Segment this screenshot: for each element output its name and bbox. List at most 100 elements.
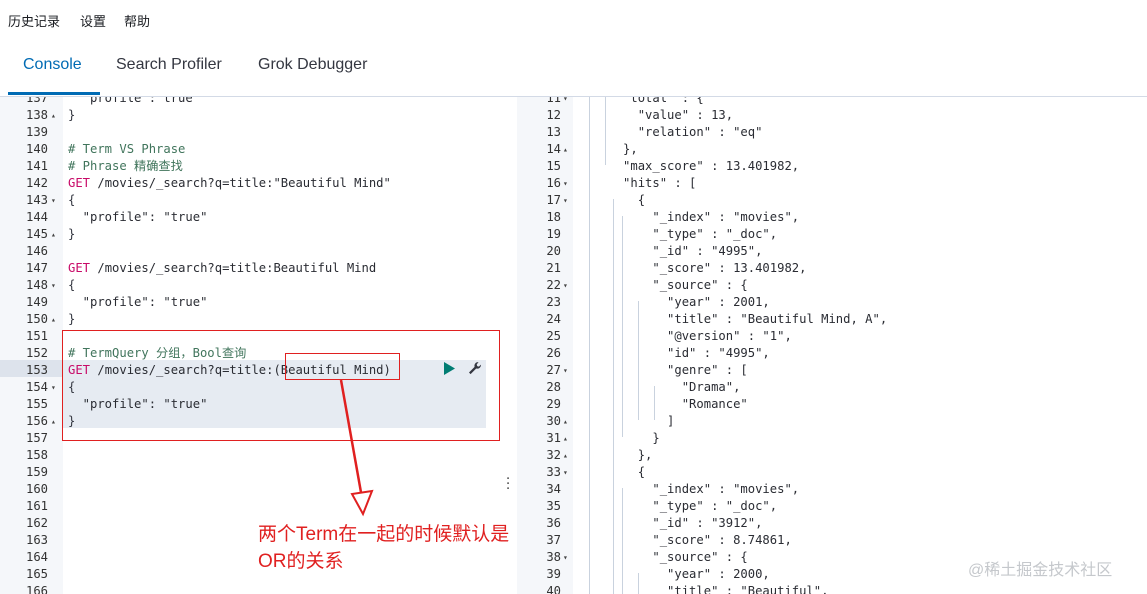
line-number: 151: [25, 329, 48, 343]
menu-help[interactable]: 帮助: [124, 15, 151, 30]
line-number: 140: [25, 142, 48, 156]
fold-close-icon[interactable]: ▴: [563, 145, 568, 154]
annotation-line-2: OR的关系: [258, 551, 344, 572]
line-number: 138: [25, 108, 48, 122]
fold-close-icon[interactable]: ▴: [563, 451, 568, 460]
line-number: 20: [546, 244, 561, 258]
line-number: 147: [25, 261, 48, 275]
line-number: 15: [546, 159, 561, 173]
line-number: 165: [25, 567, 48, 581]
line-number: 142: [25, 176, 48, 190]
line-number: 161: [25, 499, 48, 513]
active-tab-indicator: [8, 92, 100, 95]
line-number: 31: [546, 431, 561, 445]
line-number: 25: [546, 329, 561, 343]
annotation-line-1: 两个Term在一起的时候默认是: [258, 524, 510, 545]
fold-open-icon[interactable]: ▾: [563, 281, 568, 290]
code-text: "total" : {: [579, 97, 704, 105]
line-number: 166: [25, 584, 48, 594]
line-number: 16: [546, 176, 561, 190]
http-method: GET: [68, 363, 91, 377]
code-text: {: [68, 380, 76, 394]
panel-resizer[interactable]: [503, 97, 517, 594]
indent-guide: [605, 97, 606, 165]
fold-close-icon[interactable]: ▴: [563, 417, 568, 426]
line-number: 40: [546, 584, 561, 594]
line-number: 163: [25, 533, 48, 547]
top-menu: 历史记录 设置 帮助: [0, 0, 1147, 38]
line-number: 32: [546, 448, 561, 462]
fold-open-icon[interactable]: ▾: [51, 196, 56, 205]
tab-grok-debugger[interactable]: Grok Debugger: [258, 56, 368, 73]
line-number: 13: [546, 125, 561, 139]
fold-close-icon[interactable]: ▴: [51, 230, 56, 239]
tab-bar: Console Search Profiler Grok Debugger: [0, 38, 1147, 97]
code-text: "id" : "4995",: [579, 346, 770, 360]
fold-close-icon[interactable]: ▴: [51, 111, 56, 120]
menu-history[interactable]: 历史记录: [8, 15, 61, 30]
fold-open-icon[interactable]: ▾: [563, 97, 568, 103]
line-number: 14: [546, 142, 561, 156]
line-number: 19: [546, 227, 561, 241]
active-request-highlight: [63, 360, 486, 428]
request-gutter: [0, 97, 63, 594]
code-text: GET /movies/_search?q=title:"Beautiful M…: [68, 175, 391, 192]
line-number: 144: [25, 210, 48, 224]
indent-guide: [638, 573, 639, 594]
code-text: GET /movies/_search?q=title:Beautiful Mi…: [68, 260, 376, 277]
wrench-icon[interactable]: [466, 360, 484, 377]
line-number: 27: [546, 363, 561, 377]
response-editor[interactable]: 11▾ "total" : {12 "value" : 13,13 "relat…: [517, 97, 1147, 594]
code-text: "_id" : "4995",: [579, 244, 763, 258]
fold-open-icon[interactable]: ▾: [51, 383, 56, 392]
line-number: 164: [25, 550, 48, 564]
fold-close-icon[interactable]: ▴: [563, 434, 568, 443]
line-number: 145: [25, 227, 48, 241]
fold-open-icon[interactable]: ▾: [563, 366, 568, 375]
line-number: 154: [25, 380, 48, 394]
fold-close-icon[interactable]: ▴: [51, 315, 56, 324]
tab-console[interactable]: Console: [23, 56, 82, 73]
fold-open-icon[interactable]: ▾: [563, 468, 568, 477]
indent-guide: [638, 301, 639, 420]
code-text: "year" : 2001,: [579, 295, 770, 309]
fold-close-icon[interactable]: ▴: [51, 417, 56, 426]
code-text: {: [68, 278, 76, 292]
line-number: 36: [546, 516, 561, 530]
line-number: 12: [546, 108, 561, 122]
line-number: 24: [546, 312, 561, 326]
code-text: "profile": "true": [68, 397, 208, 411]
annotation-arrow: [339, 379, 374, 517]
line-number: 11: [546, 97, 561, 105]
code-text: "relation" : "eq": [579, 125, 763, 139]
line-number: 34: [546, 482, 561, 496]
fold-open-icon[interactable]: ▾: [563, 553, 568, 562]
line-number: 39: [546, 567, 561, 581]
line-number: 150: [25, 312, 48, 326]
tab-search-profiler[interactable]: Search Profiler: [116, 56, 222, 73]
fold-open-icon[interactable]: ▾: [563, 196, 568, 205]
code-text: # Term VS Phrase: [68, 142, 186, 156]
indent-guide: [613, 199, 614, 594]
menu-settings[interactable]: 设置: [80, 15, 107, 30]
resizer-handle-icon[interactable]: ···: [506, 472, 511, 497]
line-number: 29: [546, 397, 561, 411]
line-number: 38: [546, 550, 561, 564]
annotation-text: 两个Term在一起的时候默认是 OR的关系: [258, 521, 509, 575]
fold-open-icon[interactable]: ▾: [563, 179, 568, 188]
code-text: "_id" : "3912",: [579, 516, 763, 530]
code-text: "_source" : {: [579, 550, 748, 564]
code-text: GET /movies/_search?q=title:(Beautiful M…: [68, 362, 391, 379]
code-text: {: [579, 193, 646, 207]
code-text: "year" : 2000,: [579, 567, 770, 581]
code-text: "Drama",: [579, 380, 741, 394]
code-text: }: [68, 227, 76, 241]
line-number: 143: [25, 193, 48, 207]
fold-open-icon[interactable]: ▾: [51, 281, 56, 290]
play-icon[interactable]: [440, 360, 458, 377]
line-number: 30: [546, 414, 561, 428]
line-number: 152: [25, 346, 48, 360]
line-number: 23: [546, 295, 561, 309]
line-number: 156: [25, 414, 48, 428]
